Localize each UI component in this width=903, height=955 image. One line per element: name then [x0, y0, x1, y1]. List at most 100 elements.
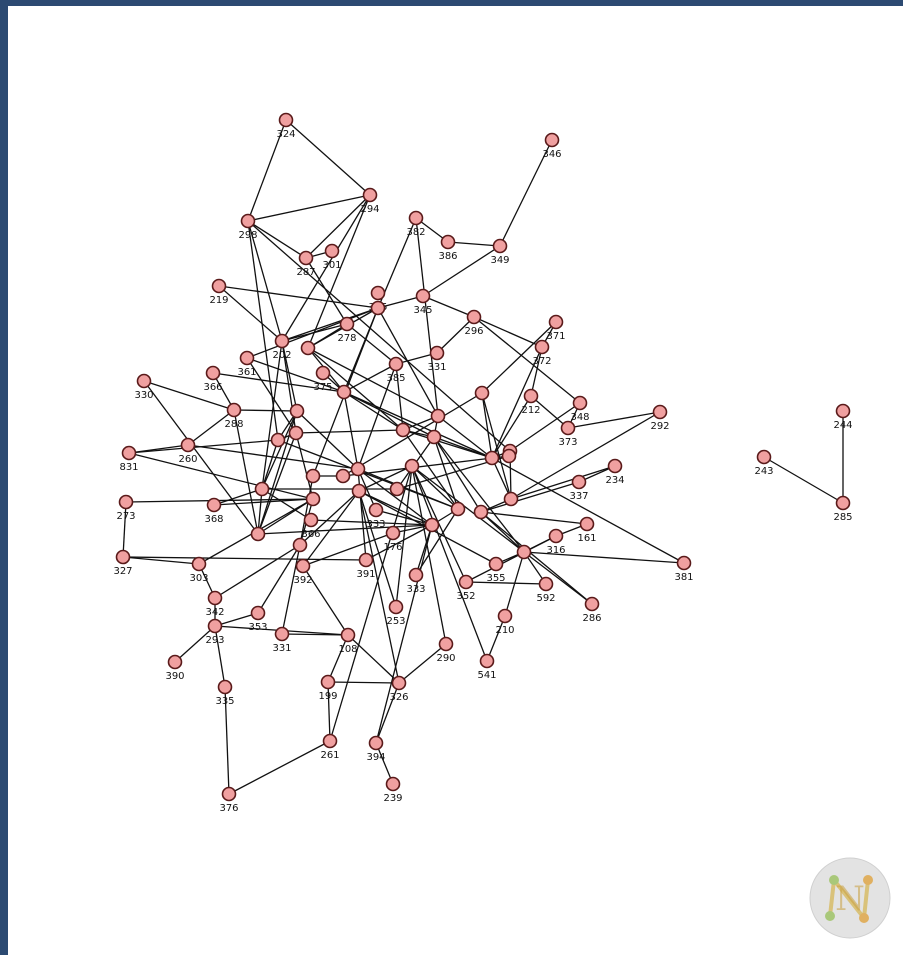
graph-node[interactable]: 239	[383, 776, 403, 805]
node-circle[interactable]	[473, 504, 489, 520]
graph-node[interactable]: 333	[366, 502, 386, 531]
graph-node[interactable]: 372	[532, 339, 552, 368]
graph-node[interactable]: 278	[337, 316, 357, 345]
node-circle[interactable]	[211, 278, 227, 294]
graph-node[interactable]	[250, 526, 266, 542]
node-circle[interactable]	[206, 497, 222, 513]
graph-node[interactable]: 199	[318, 674, 338, 703]
node-circle[interactable]	[335, 468, 351, 484]
graph-node[interactable]: 371	[546, 314, 566, 343]
node-circle[interactable]	[370, 285, 386, 301]
graph-node[interactable]: 335	[215, 679, 235, 708]
node-circle[interactable]	[240, 213, 256, 229]
node-circle[interactable]	[336, 384, 352, 400]
node-circle[interactable]	[408, 210, 424, 226]
graph-node[interactable]: 212	[521, 388, 541, 417]
node-circle[interactable]	[217, 679, 233, 695]
node-circle[interactable]	[516, 544, 532, 560]
node-circle[interactable]	[221, 786, 237, 802]
graph-node[interactable]: 376	[219, 786, 239, 815]
node-circle[interactable]	[207, 590, 223, 606]
node-circle[interactable]	[756, 449, 772, 465]
graph-node[interactable]: 382	[406, 210, 426, 239]
node-circle[interactable]	[368, 502, 384, 518]
graph-node[interactable]	[503, 491, 519, 507]
graph-node[interactable]: 273	[116, 494, 136, 523]
graph-node[interactable]: 331	[272, 626, 292, 655]
graph-node[interactable]: 385	[386, 356, 406, 385]
graph-node[interactable]	[450, 501, 466, 517]
graph-node[interactable]: 361	[237, 350, 257, 379]
graph-node[interactable]	[335, 468, 351, 484]
graph-node[interactable]: 366	[203, 365, 223, 394]
node-circle[interactable]	[835, 403, 851, 419]
graph-node[interactable]: 342	[205, 590, 225, 619]
node-circle[interactable]	[322, 733, 338, 749]
node-circle[interactable]	[300, 340, 316, 356]
node-circle[interactable]	[458, 574, 474, 590]
graph-node[interactable]: 346	[542, 132, 562, 161]
node-circle[interactable]	[250, 605, 266, 621]
node-circle[interactable]	[115, 549, 131, 565]
node-circle[interactable]	[391, 675, 407, 691]
graph-node[interactable]: 301	[322, 243, 342, 272]
node-circle[interactable]	[121, 445, 137, 461]
node-circle[interactable]	[438, 636, 454, 652]
node-circle[interactable]	[368, 735, 384, 751]
node-circle[interactable]	[450, 501, 466, 517]
graph-node[interactable]: 292	[650, 404, 670, 433]
node-circle[interactable]	[388, 599, 404, 615]
graph-node[interactable]	[305, 468, 321, 484]
graph-node[interactable]: 244	[833, 403, 853, 432]
graph-node[interactable]	[300, 340, 316, 356]
graph-node[interactable]: 296	[464, 309, 484, 338]
graph-node[interactable]: 337	[569, 474, 589, 503]
graph-node[interactable]	[350, 461, 366, 477]
node-circle[interactable]	[534, 339, 550, 355]
graph-node[interactable]	[516, 544, 532, 560]
node-circle[interactable]	[270, 432, 286, 448]
node-circle[interactable]	[191, 556, 207, 572]
graph-node[interactable]: 234	[605, 458, 625, 487]
node-circle[interactable]	[503, 491, 519, 507]
graph-node[interactable]	[426, 429, 442, 445]
node-circle[interactable]	[118, 494, 134, 510]
node-circle[interactable]	[298, 250, 314, 266]
node-circle[interactable]	[350, 461, 366, 477]
node-circle[interactable]	[466, 309, 482, 325]
graph-node[interactable]: 394	[366, 735, 386, 764]
node-circle[interactable]	[579, 516, 595, 532]
node-circle[interactable]	[340, 627, 356, 643]
node-circle[interactable]	[250, 526, 266, 542]
node-circle[interactable]	[430, 408, 446, 424]
graph-node[interactable]: 293	[205, 618, 225, 647]
node-circle[interactable]	[474, 385, 490, 401]
node-circle[interactable]	[320, 674, 336, 690]
graph-node[interactable]: 288	[224, 402, 244, 431]
graph-node[interactable]: 831	[119, 445, 139, 474]
graph-node[interactable]	[430, 408, 446, 424]
node-circle[interactable]	[501, 448, 517, 464]
node-circle[interactable]	[305, 491, 321, 507]
node-circle[interactable]	[523, 388, 539, 404]
graph-node[interactable]: 298	[238, 213, 258, 242]
node-circle[interactable]	[408, 567, 424, 583]
graph-node[interactable]	[389, 481, 405, 497]
graph-node[interactable]: 391	[356, 552, 376, 581]
graph-node[interactable]	[473, 504, 489, 520]
node-circle[interactable]	[274, 626, 290, 642]
graph-node[interactable]: 176	[383, 525, 403, 554]
node-circle[interactable]	[351, 483, 367, 499]
node-circle[interactable]	[324, 243, 340, 259]
node-circle[interactable]	[497, 608, 513, 624]
node-circle[interactable]	[548, 528, 564, 544]
node-circle[interactable]	[479, 653, 495, 669]
node-circle[interactable]	[415, 288, 431, 304]
graph-node[interactable]: 541	[477, 653, 497, 682]
node-circle[interactable]	[205, 365, 221, 381]
node-circle[interactable]	[254, 481, 270, 497]
graph-node[interactable]: 243	[754, 449, 774, 478]
node-circle[interactable]	[295, 558, 311, 574]
node-circle[interactable]	[429, 345, 445, 361]
graph-node[interactable]: 368	[204, 497, 224, 526]
